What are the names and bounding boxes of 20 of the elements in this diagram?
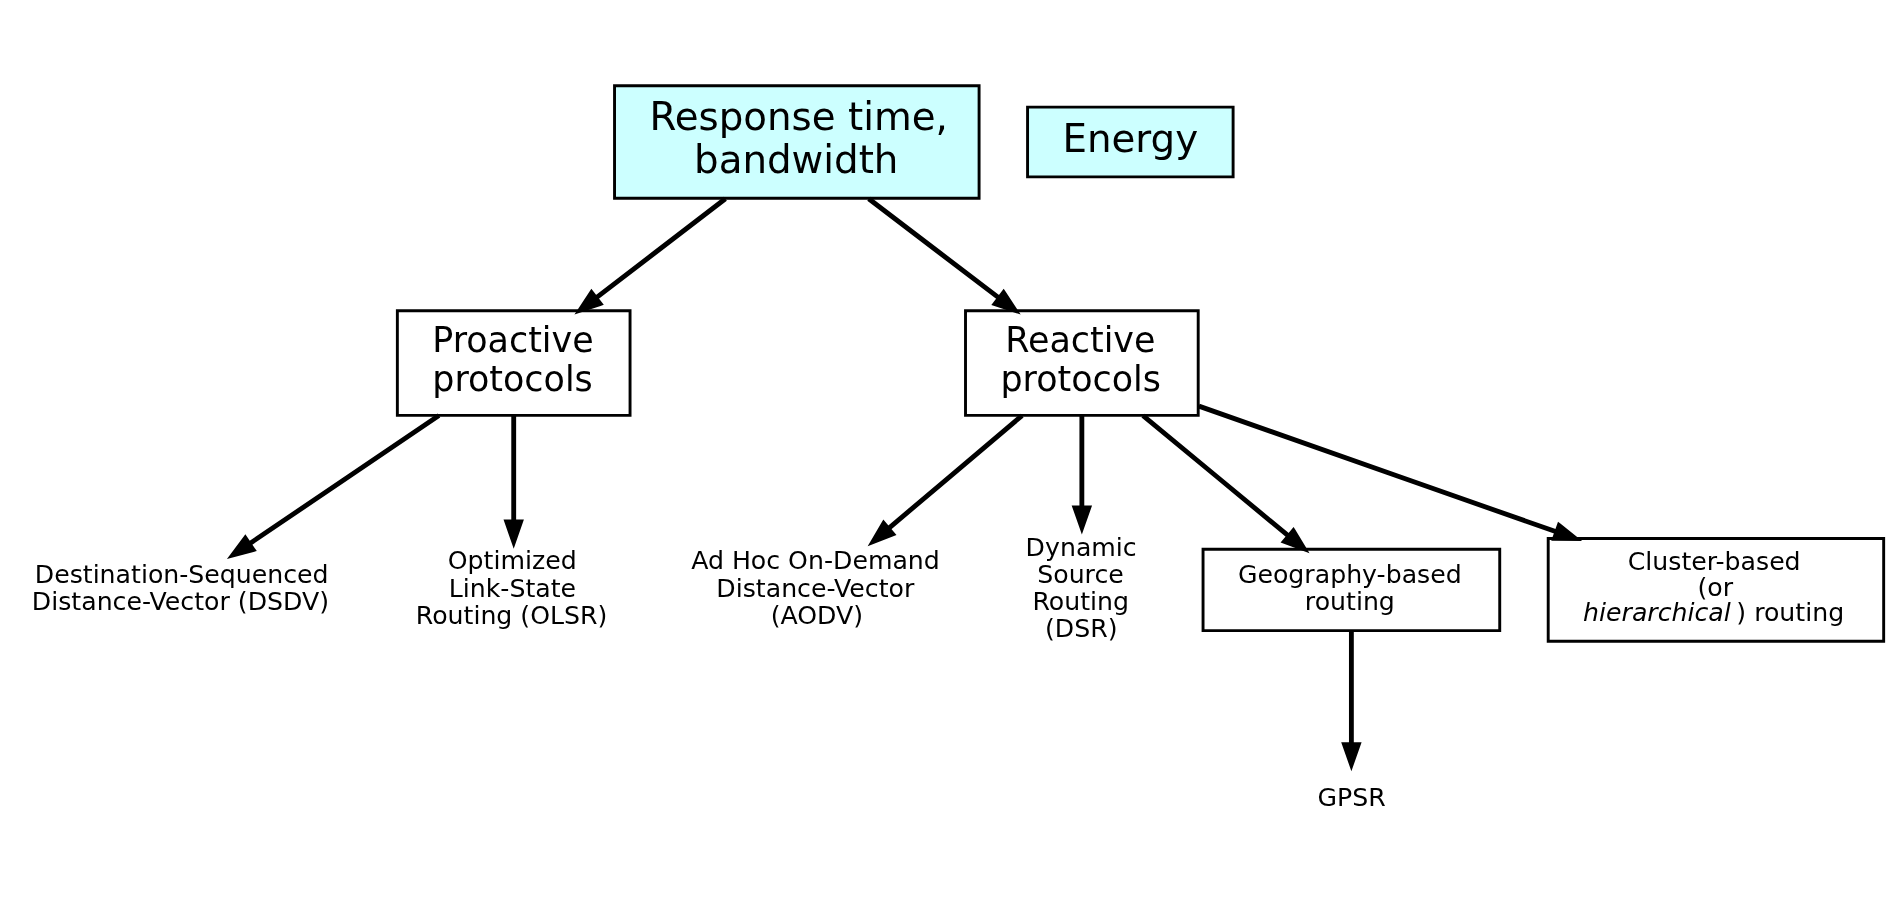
node-text: Optimized Link-State Routing (OLSR) xyxy=(415,546,608,630)
node-box: Cluster-based (or hierarchical) routing xyxy=(1546,537,1886,643)
node-box: Geography-based routing xyxy=(1201,547,1502,633)
arrow xyxy=(867,196,1021,315)
node-text: Ad Hoc On-Demand Distance-Vector (AODV) xyxy=(691,546,940,630)
node-box: Proactive protocols xyxy=(395,309,632,417)
arrow xyxy=(503,415,524,549)
arrow xyxy=(574,196,727,315)
arrow xyxy=(226,413,441,559)
arrow xyxy=(1198,403,1583,541)
node-text: Dynamic Source Routing (DSR) xyxy=(1025,532,1137,644)
arrow xyxy=(1341,631,1362,772)
node-box: Response time, bandwidth xyxy=(613,84,981,200)
arrow xyxy=(1141,413,1310,554)
node-box: Energy xyxy=(1026,105,1235,179)
arrow xyxy=(867,413,1024,547)
node-text: GPSR xyxy=(1317,782,1386,812)
arrow xyxy=(1071,415,1093,535)
node-box: Reactive protocols xyxy=(964,309,1200,417)
node-text: Destination-Sequenced Distance-Vector (DSDV) xyxy=(31,559,330,617)
